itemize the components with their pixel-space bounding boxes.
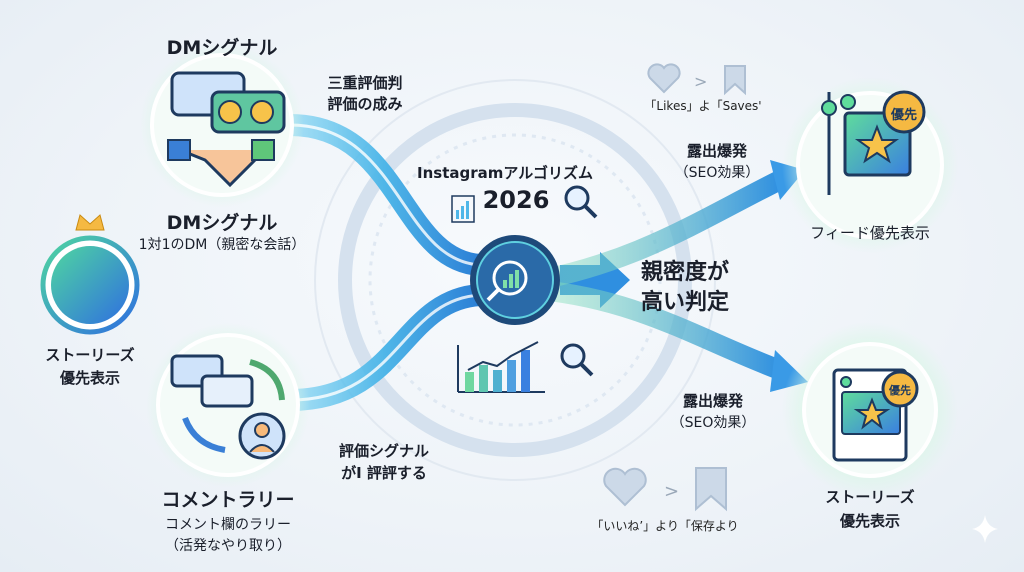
stories-left-line2: 優先表示: [59, 369, 121, 387]
bookmark-icon: [695, 467, 727, 512]
dm-flow-label-1: 三重評価判: [327, 74, 403, 92]
bookmark-icon: [724, 65, 746, 96]
comment-rally-icon: [146, 323, 310, 487]
feed-label: フィード優先表示: [810, 224, 930, 242]
exposure-top-2: （SEO効果）: [674, 165, 760, 181]
greater-than-symbol: >: [694, 72, 707, 91]
stories-ring-icon: [40, 214, 140, 335]
feed-priority-badge: 優先: [890, 108, 918, 123]
stories-flow: [539, 280, 784, 380]
algorithm-title: Instagramアルゴリズム: [417, 164, 593, 182]
dm-subtitle: 1対1のDM（親密な会話）: [138, 237, 306, 253]
likes-vs-saves-jp-text: 「いいね’」より「保存より: [591, 519, 739, 533]
feed-flow: [538, 171, 785, 290]
growth-chart-icon: [457, 341, 545, 393]
likes-vs-saves-text: 「Likes」よ「Saves': [644, 99, 762, 113]
stories-priority-icon: [782, 322, 958, 498]
comment-subtitle-2: （活発なやり取り）: [165, 538, 291, 554]
exposure-bottom-1: 露出爆発: [682, 392, 744, 410]
like-vs-save-top: [647, 63, 746, 96]
stories-right-line2: 優先表示: [839, 512, 901, 530]
comment-title: コメントラリー: [161, 489, 295, 511]
verdict-line2: 高い判定: [640, 290, 730, 315]
algorithm-year: 2026: [482, 186, 550, 214]
feed-priority-icon: [782, 77, 958, 253]
svg-text:>: >: [664, 481, 679, 502]
algorithm-rings: [314, 79, 716, 481]
dm-flow-label-2: 評価の成み: [327, 95, 403, 113]
stories-right-line1: ストーリーズ: [825, 488, 915, 506]
dm-title: DMシグナル: [166, 212, 278, 234]
exposure-top-1: 露出爆発: [686, 142, 748, 160]
comment-flow-label-1: 評価シグナル: [338, 442, 430, 460]
heart-icon: [647, 63, 681, 94]
dm-signal-icon: [140, 43, 304, 207]
like-vs-save-bottom: [603, 467, 727, 512]
comment-subtitle-1: コメント欄のラリー: [165, 517, 291, 533]
dm-title-top: DMシグナル: [166, 37, 278, 59]
heart-icon: [603, 467, 647, 507]
magnifier-icon: [560, 343, 594, 377]
stories-priority-badge: 優先: [889, 384, 911, 397]
magnifier-icon: [564, 185, 598, 219]
stories-left-line1: ストーリーズ: [45, 346, 135, 364]
verdict-line1: 親密度が: [640, 260, 730, 285]
exposure-bottom-2: （SEO効果）: [670, 415, 756, 431]
algorithm-hub-icon: [470, 235, 560, 325]
sparkle-icon: [972, 515, 998, 543]
comment-flow-label-2: がI 評評する: [341, 464, 427, 482]
small-chart-icon: [451, 195, 475, 223]
